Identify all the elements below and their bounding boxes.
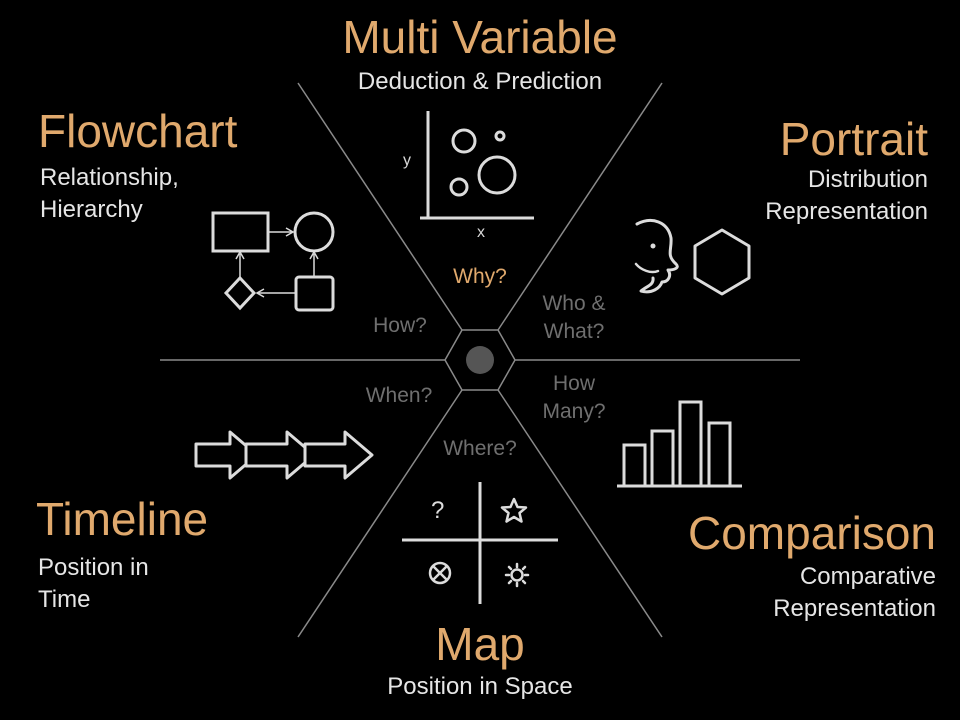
portrait-subtitle-line1: Distribution xyxy=(807,166,928,193)
comparison-subtitle-line1: Comparative xyxy=(799,563,936,590)
multi-variable-title: Multi Variable xyxy=(342,11,618,63)
scatter-axis-x-label: x xyxy=(477,224,485,241)
flowchart-title: Flowchart xyxy=(38,105,238,157)
portrait-subtitle-line2: Representation xyxy=(765,198,928,225)
spoke-lower-left xyxy=(297,389,463,638)
bar-4 xyxy=(707,421,732,488)
comparison-subtitle: Comparative Representation xyxy=(773,561,936,625)
how-many-question: How Many? xyxy=(524,370,624,426)
timeline-subtitle-line2: Time xyxy=(38,586,91,613)
bar-1 xyxy=(622,443,647,488)
crossed-circle-icon xyxy=(428,561,452,585)
timeline-subtitle: Position in Time xyxy=(38,552,149,616)
bar-3 xyxy=(678,400,703,488)
star-icon xyxy=(500,497,528,523)
comparison-title: Comparison xyxy=(688,507,936,559)
scatter-axis-y-label: y xyxy=(403,152,411,169)
flowchart-subtitle-line2: Hierarchy xyxy=(40,196,143,223)
who-what-question-line2: What? xyxy=(543,320,605,343)
map-subtitle: Position in Space xyxy=(387,673,573,700)
how-many-question-line1: How xyxy=(552,372,595,395)
bar-chart-icon xyxy=(617,400,742,488)
bar-2 xyxy=(650,429,675,488)
face-hexagon-icon xyxy=(634,219,751,296)
flowchart-subtitle: Relationship, Hierarchy xyxy=(40,162,179,226)
gear-icon xyxy=(504,562,530,588)
comparison-subtitle-line2: Representation xyxy=(773,595,936,622)
flowchart-subtitle-line1: Relationship, xyxy=(40,164,179,191)
multi-variable-subtitle: Deduction & Prediction xyxy=(357,68,603,95)
hexagon-hub-icon xyxy=(444,329,516,391)
portrait-subtitle: Distribution Representation xyxy=(765,164,928,228)
spoke-upper-right xyxy=(497,82,663,331)
how-many-question-line2: Many? xyxy=(542,400,606,423)
question-mark-glyph: ? xyxy=(431,497,445,524)
spokes xyxy=(160,82,800,638)
portrait-title: Portrait xyxy=(779,113,928,165)
how-question: How? xyxy=(373,314,427,337)
spoke-lower-right xyxy=(497,389,663,638)
timeline-subtitle-line1: Position in xyxy=(38,554,149,581)
scatter-plot-icon xyxy=(420,111,534,220)
why-question: Why? xyxy=(453,265,507,288)
map-quadrant-icon xyxy=(402,482,558,604)
timeline-title: Timeline xyxy=(36,493,209,545)
spoke-upper-left xyxy=(297,82,463,331)
arrows-timeline-icon xyxy=(194,430,374,480)
who-what-question-line1: Who & xyxy=(542,292,606,315)
when-question: When? xyxy=(365,384,433,407)
who-what-question: Who & What? xyxy=(524,290,624,346)
map-title: Map xyxy=(435,618,525,670)
where-question: Where? xyxy=(443,437,517,460)
flowchart-icon xyxy=(211,211,335,312)
